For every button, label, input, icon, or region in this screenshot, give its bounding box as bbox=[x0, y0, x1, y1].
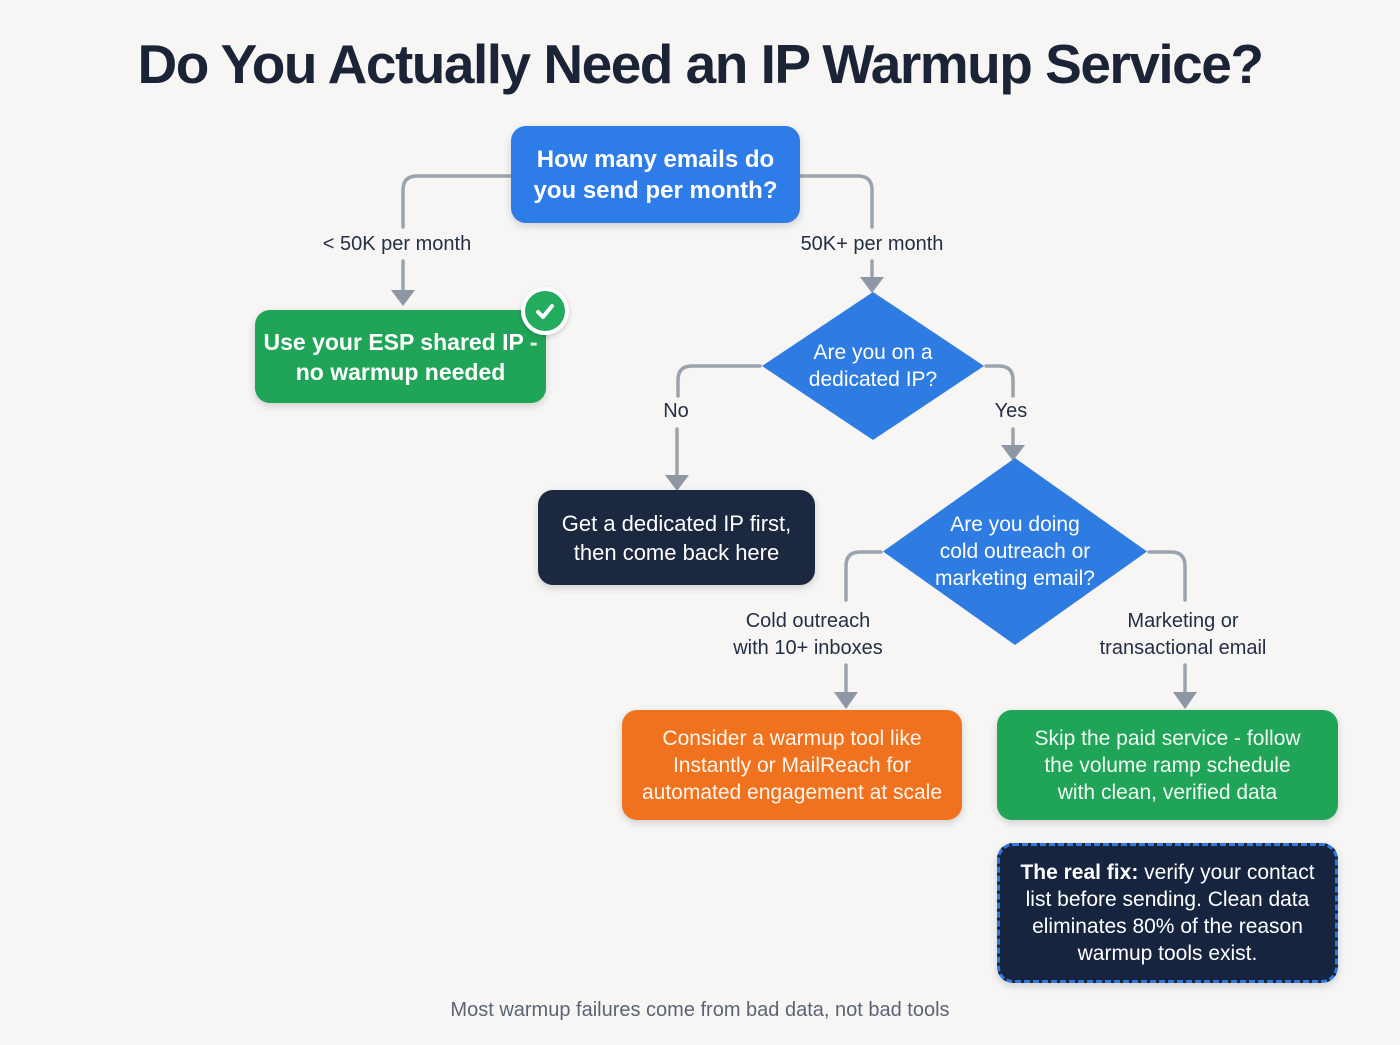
arrowhead-to-skip bbox=[1173, 692, 1197, 709]
edge-label-marketing: Marketing or transactional email bbox=[1099, 610, 1267, 659]
node-root-question: How many emails do you send per month? bbox=[511, 126, 800, 223]
page-title: Do You Actually Need an IP Warmup Servic… bbox=[137, 33, 1264, 95]
connector-d1-left bbox=[676, 364, 762, 398]
arrowhead-to-warmup-tool bbox=[834, 692, 858, 709]
arrowhead-to-esp bbox=[391, 290, 415, 306]
node-get-dedicated-ip: Get a dedicated IP first, then come back… bbox=[538, 490, 815, 585]
arrowhead-to-d1 bbox=[860, 277, 884, 293]
node-esp-shared-ip: Use your ESP shared IP - no warmup neede… bbox=[255, 310, 546, 403]
node-real-fix: The real fix: verify your contact list b… bbox=[997, 843, 1338, 983]
check-icon bbox=[536, 304, 554, 319]
real-fix-text: The real fix: verify your contact list b… bbox=[1020, 859, 1314, 967]
connector-d2-right bbox=[1147, 550, 1187, 602]
edge-label-no: No bbox=[663, 400, 689, 422]
edge-label-under-50k: < 50K per month bbox=[322, 233, 472, 255]
node-skip-paid-service: Skip the paid service - follow the volum… bbox=[997, 710, 1338, 820]
node-warmup-tool: Consider a warmup tool like Instantly or… bbox=[622, 710, 962, 820]
footer-note: Most warmup failures come from bad data,… bbox=[450, 999, 950, 1021]
real-fix-body: verify your contact list before sending.… bbox=[1025, 861, 1315, 965]
connector-root-left bbox=[401, 174, 513, 229]
node-dedicated-ip-question: Are you on a dedicated IP? bbox=[762, 292, 984, 440]
success-badge bbox=[521, 287, 569, 335]
edge-label-over-50k: 50K+ per month bbox=[800, 233, 944, 255]
edge-label-cold-outreach: Cold outreach with 10+ inboxes bbox=[733, 610, 883, 659]
connector-root-right bbox=[798, 174, 874, 229]
arrowhead-to-d2 bbox=[1001, 445, 1025, 461]
connector-d2-left bbox=[844, 550, 883, 602]
edge-label-yes: Yes bbox=[994, 400, 1028, 422]
connector-d1-right bbox=[984, 364, 1015, 398]
arrowhead-to-dedicated bbox=[665, 475, 689, 491]
real-fix-bold-prefix: The real fix: bbox=[1020, 861, 1139, 884]
